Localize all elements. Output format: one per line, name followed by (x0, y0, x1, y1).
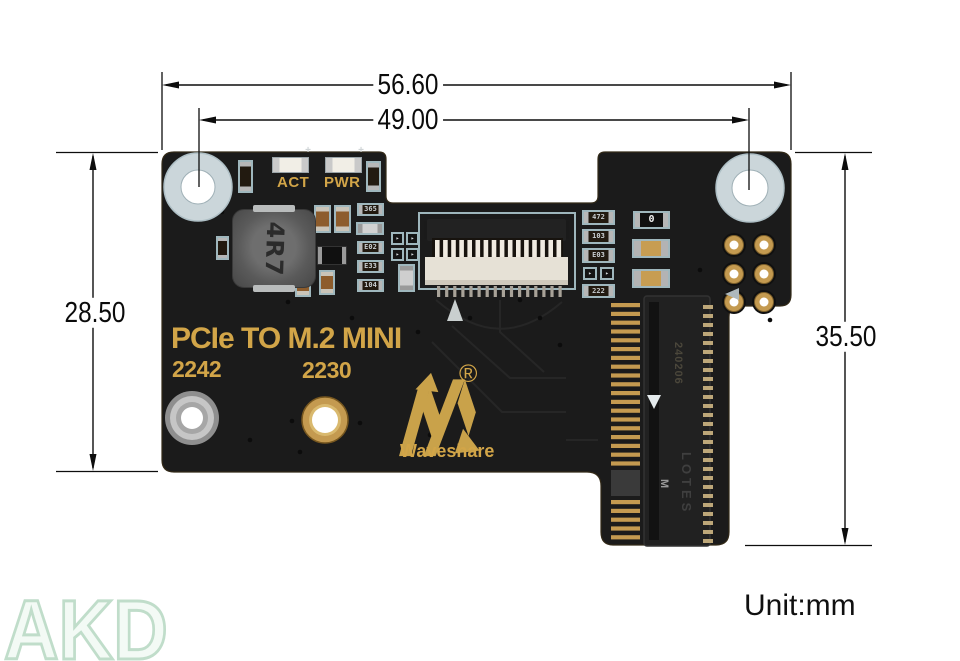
component-ic (317, 246, 347, 265)
mounting-hole-top-right (715, 153, 785, 223)
component-resistor-gray (356, 222, 384, 235)
board-title: PCIe TO M.2 MINI (171, 322, 402, 355)
component-resistor-h: E02 (357, 241, 384, 254)
pcb-traces (431, 299, 598, 441)
marker-triangles (447, 288, 739, 409)
component-diode: ▸ (391, 232, 404, 245)
pwr-led-label: PWR (324, 174, 361, 191)
dim-height-left: 28.50 (60, 297, 130, 328)
mounting-hole-top-left (163, 152, 233, 222)
component-cap-brown (319, 270, 335, 295)
power-inductor: 4R7 (232, 205, 316, 292)
brand-label: Waveshare (400, 441, 495, 461)
component-resistor-gray-v (398, 264, 415, 292)
standoff-hole-2230 (301, 396, 349, 444)
component-resistor-h: E33 (357, 260, 384, 273)
component-cap-brown (314, 205, 331, 233)
component-res-zero: 0 (633, 211, 670, 229)
component-diode: ▸ (600, 267, 614, 280)
component-led (272, 146, 311, 173)
component-diode: ▸ (391, 248, 404, 261)
component-cap-tan (632, 239, 670, 258)
size-code-2242: 2242 (172, 356, 222, 382)
m2-vendor-label: LOTES (679, 452, 694, 516)
inductor-label: 4R7 (259, 220, 289, 277)
gold-through-holes (722, 233, 776, 314)
dimension-witness-lines (56, 72, 872, 547)
registered-mark: ® (459, 360, 478, 388)
m2-key-label: M (658, 479, 670, 489)
component-diode: ▸ (406, 232, 419, 245)
component-resistor-v (366, 161, 381, 192)
size-code-2230: 2230 (302, 357, 352, 383)
m2-datecode-label: 240206 (672, 342, 684, 385)
component-led (325, 146, 364, 173)
component-resistor-h: E03 (582, 248, 615, 263)
component-resistor-h: 222 (582, 284, 615, 298)
component-cap-brown (334, 205, 351, 233)
unit-label: Unit:mm (744, 589, 856, 622)
dim-width-outer: 56.60 (373, 69, 443, 100)
component-resistor-h: 103 (582, 229, 615, 244)
watermark-logo: AKD (3, 583, 170, 661)
component-resistor-v (238, 160, 253, 193)
dim-width-holes: 49.00 (373, 104, 443, 135)
component-diode: ▸ (406, 248, 419, 261)
ffc-connector (418, 212, 576, 297)
dimension-arrowheads (89, 81, 849, 545)
mounting-hole-bottom-left-screw (165, 391, 219, 445)
waveshare-logo-icon (399, 372, 480, 457)
component-cap-tan (632, 269, 670, 288)
component-diode: ▸ (583, 267, 597, 280)
component-resistor-h: 365 (357, 203, 384, 216)
component-resistor-v (216, 236, 229, 260)
dim-height-right: 35.50 (811, 321, 881, 352)
act-led-label: ACT (277, 174, 310, 191)
m2-connector (611, 295, 713, 547)
component-resistor-h: 472 (582, 210, 615, 225)
component-resistor-h: 104 (357, 279, 384, 292)
